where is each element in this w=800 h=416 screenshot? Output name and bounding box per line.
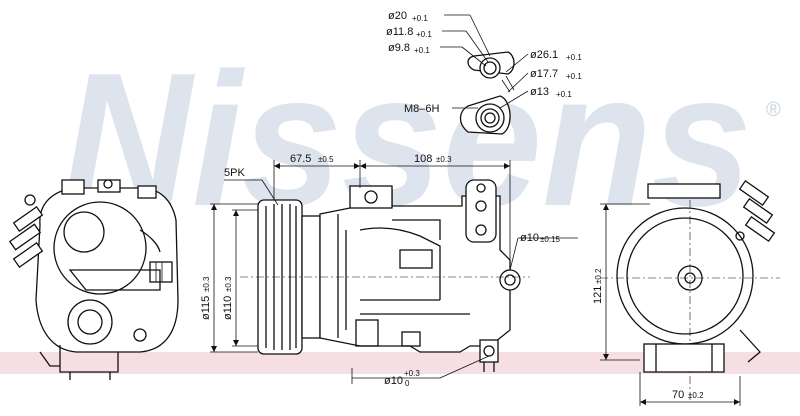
dim-port: ø10 bbox=[520, 232, 539, 244]
dim-d20-tol: +0.1 bbox=[412, 14, 428, 23]
dim-d17-7-tol: +0.1 bbox=[566, 72, 582, 81]
dim-d17-7: ø17.7 bbox=[530, 68, 558, 80]
dim-d26-1-tol: +0.1 bbox=[566, 53, 582, 62]
dim-d26-1: ø26.1 bbox=[530, 49, 558, 61]
dim-d13-tol: +0.1 bbox=[556, 90, 572, 99]
registered-mark: ® bbox=[766, 99, 781, 121]
dim-mount-hole-tol-lower: 0 bbox=[405, 379, 410, 388]
dim-pulley-inner: ø110 bbox=[222, 296, 234, 320]
dim-thread: M8–6H bbox=[404, 103, 440, 115]
dim-mount-hole: ø10 bbox=[384, 375, 403, 387]
label-belt: 5PK bbox=[224, 167, 245, 179]
dim-d13: ø13 bbox=[530, 86, 549, 98]
pink-band bbox=[0, 352, 800, 374]
dim-d9-8-tol: +0.1 bbox=[414, 46, 430, 55]
front-labels: 121 ±0.2 70 ±0.2 bbox=[592, 268, 704, 401]
dim-pulley-inner-tol: ±0.3 bbox=[224, 276, 233, 292]
dim-length-tol: ±0.3 bbox=[436, 155, 452, 164]
dim-height: 121 bbox=[592, 286, 604, 304]
fitting-detail bbox=[440, 14, 529, 135]
dim-mount-hole-tol-upper: +0.3 bbox=[404, 369, 420, 378]
dim-length: 108 bbox=[414, 153, 432, 165]
dim-pulley-outer-tol: ±0.3 bbox=[202, 276, 211, 292]
dim-width: 70 bbox=[672, 389, 684, 401]
compressor-side-view bbox=[210, 160, 578, 384]
dim-d9-8: ø9.8 bbox=[388, 42, 410, 54]
dim-d11-8-tol: +0.1 bbox=[416, 30, 432, 39]
dim-port-tol: ±0.15 bbox=[540, 235, 561, 244]
fitting-labels: ø20 +0.1 ø11.8 +0.1 ø9.8 +0.1 ø26.1 +0.1… bbox=[386, 10, 582, 115]
side-labels: 5PK 67.5 ±0.5 108 ±0.3 ø10 ±0.15 ø115 ±0… bbox=[200, 153, 561, 388]
compressor-left-view bbox=[8, 179, 179, 380]
dim-height-tol: ±0.2 bbox=[594, 268, 603, 284]
dim-offset: 67.5 bbox=[290, 153, 311, 165]
dim-offset-tol: ±0.5 bbox=[318, 155, 334, 164]
dim-pulley-outer: ø115 bbox=[200, 296, 212, 320]
dim-d20: ø20 bbox=[388, 10, 407, 22]
dim-d11-8: ø11.8 bbox=[386, 26, 413, 38]
dim-width-tol: ±0.2 bbox=[688, 391, 704, 400]
compressor-front-view bbox=[600, 179, 780, 406]
